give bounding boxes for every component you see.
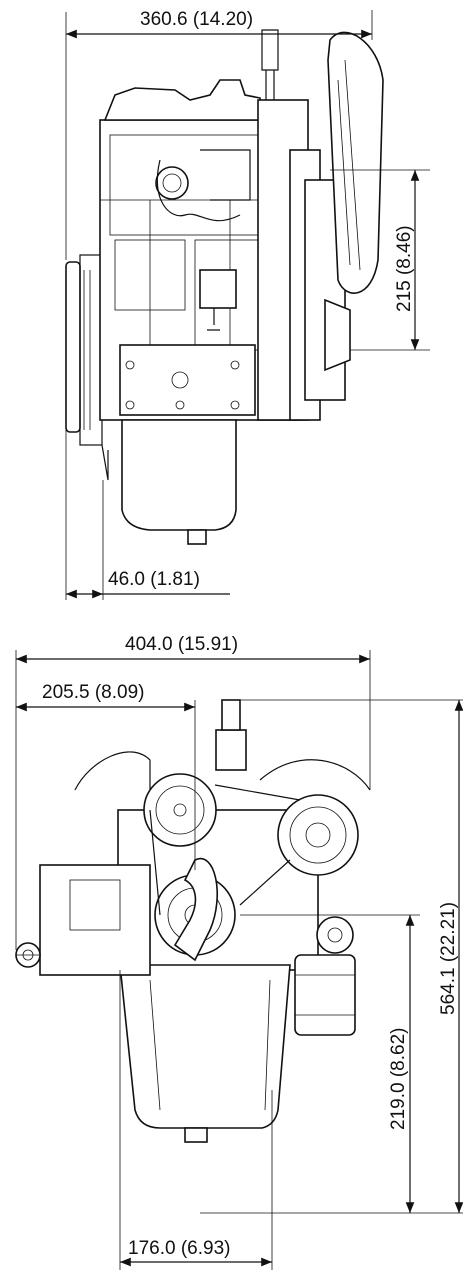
bottom-center-offset-label: 205.5 (8.09): [42, 682, 144, 703]
top-offset-label: 46.0 (1.81): [108, 569, 200, 590]
oil-pan: [121, 419, 237, 531]
engine-front-view: 404.0 (15.91) 205.5 (8.09) 564.1 (22.21)…: [15, 634, 463, 1270]
bottom-crank-height-label: 219.0 (8.62): [388, 1028, 409, 1130]
bottom-total-height-label: 564.1 (22.21): [438, 902, 459, 1015]
top-width-label: 360.6 (14.20): [140, 9, 253, 30]
engine-side-view: 360.6 (14.20) 215 (8.46) 46.0 (1.81): [65, 9, 430, 600]
top-height-label: 215 (8.46): [394, 225, 415, 312]
flywheel-disc: [65, 261, 81, 433]
bottom-total-width-label: 404.0 (15.91): [125, 634, 238, 655]
fan-blade: [327, 31, 384, 294]
injection-pump: [39, 864, 151, 976]
front-oil-pan: [119, 964, 291, 1129]
water-pump-pulley: [143, 773, 217, 847]
oil-filter: [294, 954, 356, 1036]
fuel-pump: [199, 269, 237, 309]
bottom-pan-width-label: 176.0 (6.93): [128, 1238, 230, 1259]
